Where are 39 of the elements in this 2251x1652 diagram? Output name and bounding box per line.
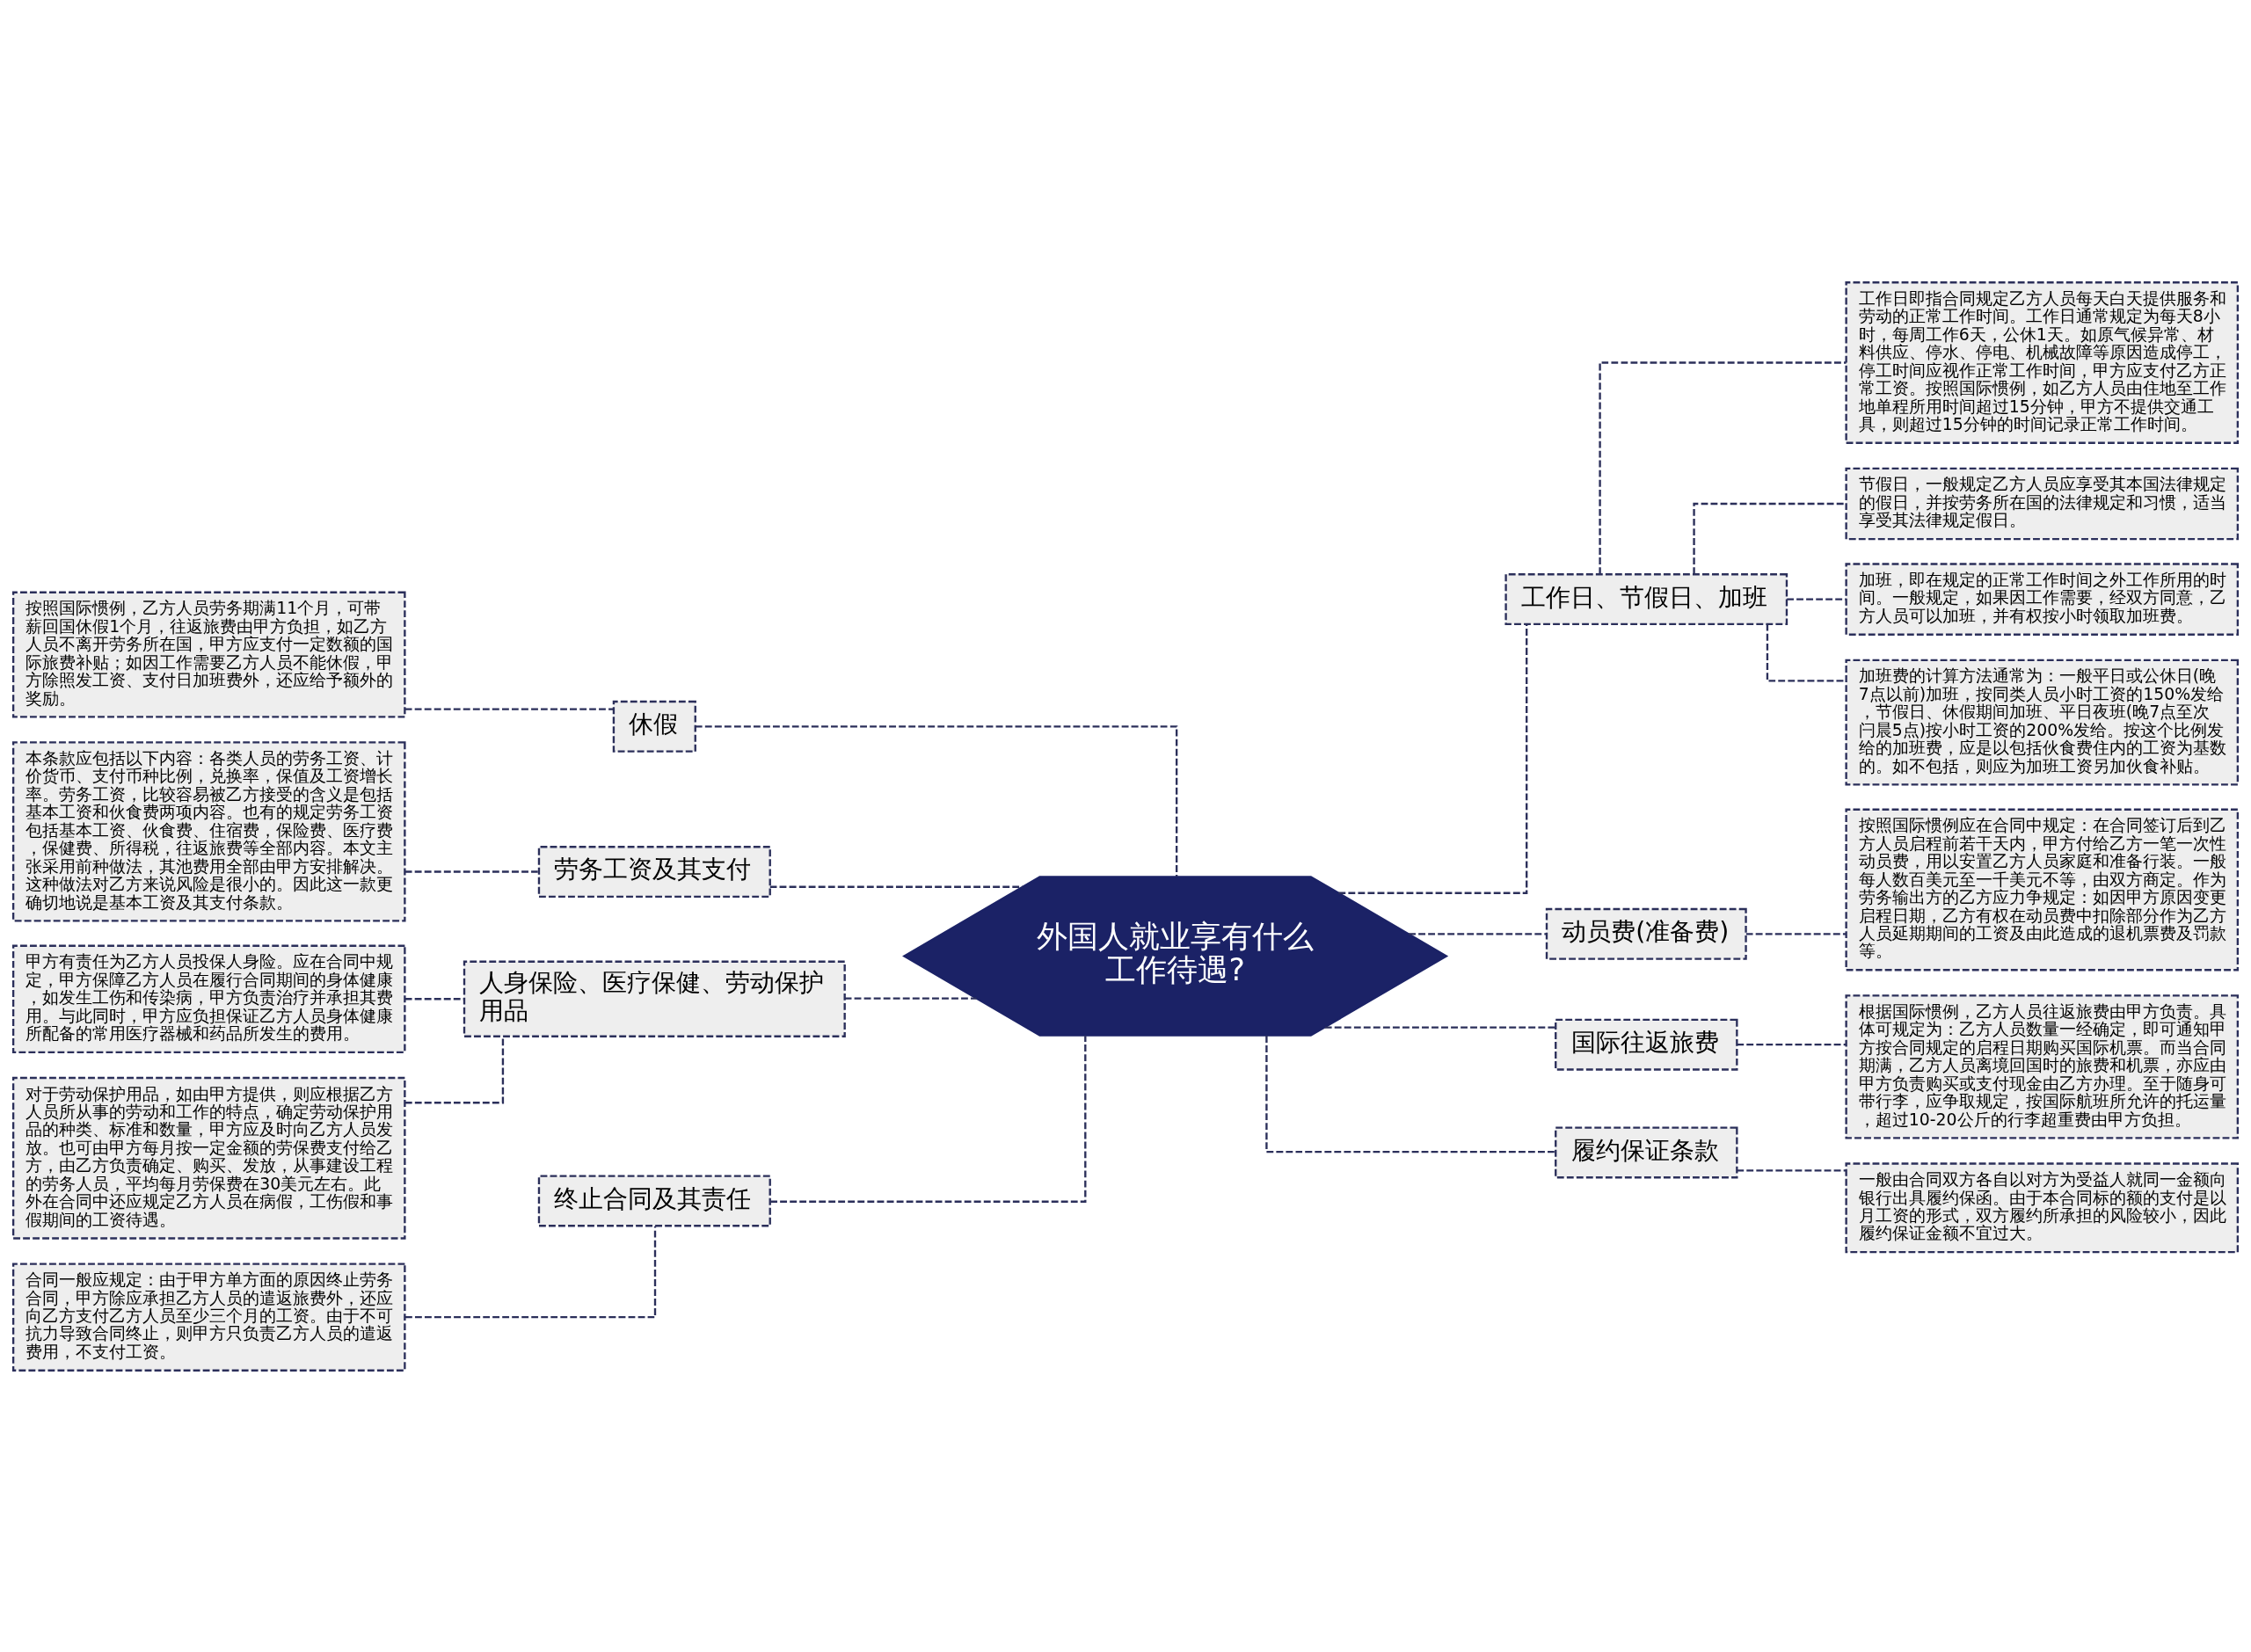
- connector: [405, 1226, 657, 1318]
- node-box: 合同一般应规定：由于甲方单方面的原因终止劳务合同，甲方除应承担乙方人员的遣返旅费外，还应向乙方支付乙方人员至少三个月的工资。由于不可抗力导致合同终止，则甲方只负责乙方人员的遣返费用，不支付工资。: [11, 1262, 406, 1372]
- connector: [1737, 1043, 1847, 1045]
- node-box: 节假日，一般规定乙方人员应享受其本国法律规定的假日，并按劳务所在国的法律规定和习惯，适当享受其法律规定假日。: [1845, 467, 2240, 540]
- node-box: 劳务工资及其支付: [537, 845, 771, 898]
- node-box: 国际往返旅费: [1555, 1018, 1738, 1071]
- node-box: 对于劳动保护用品，如由甲方提供，则应根据乙方人员所从事的劳动和工作的特点，确定劳动保护用品的种类、标准和数量，甲方应及时向乙方人员发放。也可由甲方每月按一定金额的劳保费支付给乙方，由乙方负责确定、购买、发放，从事建设工程的劳务人员，平均每月劳保费在30美元左右。此外在合同中还应规定乙方人员在病假，工伤假和事假期间的工资待遇。: [11, 1076, 406, 1240]
- node-box: 按照国际惯例，乙方人员劳务期满11个月，可带薪回国休假1个月，往返旅费由甲方负担，如乙方人员不离开劳务所在国，甲方应支付一定数额的国际旅费补贴；如因工作需要乙方人员不能休假，甲方除照发工资、支付日加班费外，还应给予额外的奖励。: [11, 591, 406, 717]
- node-box: 动员费(准备费): [1545, 907, 1747, 960]
- node-box: 加班，即在规定的正常工作时间之外工作所用的时间。一般规定，如果因工作需要，经双方同意，乙方人员可以加班，并有权按小时领取加班费。: [1845, 562, 2240, 636]
- node-box: 一般由合同双方各自以对方为受益人就同一金额向银行出具履约保函。由于本合同标的额的支付是以月工资的形式，双方履约所承担的风险较小，因此履约保证金额不宜过大。: [1845, 1161, 2240, 1253]
- connector: [844, 996, 977, 1000]
- node-box: 甲方有责任为乙方人员投保人身险。应在合同中规定，甲方保障乙方人员在履行合同期间的身体健康，如发生工伤和传染病，甲方负责治疗并承担其费用。与此同时，甲方应负担保证乙方人员身体健康所配备的常用医疗器械和药品所发生的费用。: [11, 944, 406, 1053]
- node-box: 工作日即指合同规定乙方人员每天白天提供服务和劳动的正常工作时间。工作日通常规定为每天8小时，每周工作6天，公休1天。如原气候异常、材料供应、停水、停电、机械故障等原因造成停工，停工时间应视作正常工作时间，甲方应支付乙方正常工资。按照国际惯例，如乙方人员由住地至工作地单程所用时间超过15分钟，甲方不提供交通工具，则超过15分钟的时间记录正常工作时间。: [1845, 280, 2240, 444]
- connector: [1737, 1168, 1847, 1172]
- node-box: 本条款应包括以下内容：各类人员的劳务工资、计价货币、支付币种比例，兑换率，保值及工资增长率。劳务工资，比较容易被乙方接受的含义是包括基本工资和伙食费两项内容。也有的规定劳务工资包括基本工资、伙食费、住宿费，保险费、医疗费，保健费、所得税，往返旅费等全部内容。本文主张采用前种做法，其池费用全部由甲方安排解决。这种做法对乙方来说风险是很小的。因此这一款更确切地说是基本工资及其支付条款。: [11, 740, 406, 922]
- connector: [1324, 1025, 1556, 1029]
- node-box: 履约保证条款: [1555, 1125, 1738, 1178]
- connector: [769, 885, 1023, 888]
- node-box: 休假: [612, 700, 696, 753]
- connector: [1693, 502, 1847, 574]
- connector: [1599, 360, 1847, 574]
- connector: [1787, 597, 1847, 600]
- node-box: 工作日、节假日、加班: [1504, 572, 1788, 625]
- connector: [404, 1036, 505, 1103]
- connector: [1265, 1035, 1555, 1153]
- connector: [1409, 932, 1547, 935]
- node-box: 按照国际惯例应在合同中规定：在合同签订后到乙方人员启程前若干天内，甲方付给乙方一笔一次性动员费，用以安置乙方人员家庭和准备行装。一般每人数百美元至一千美元不等，由双方商定。作为劳务输出方的乙方应力争规定：如因甲方原因变更启程日期，乙方有权在动员费中扣除部分作为乙方人员延期期间的工资及由此造成的退机票费及罚款等。: [1845, 808, 2240, 971]
- connector: [404, 870, 539, 873]
- connector: [404, 708, 614, 710]
- node-box: 终止合同及其责任: [537, 1175, 771, 1226]
- connector: [404, 997, 464, 1000]
- connector: [770, 1035, 1087, 1203]
- connector: [1338, 623, 1528, 894]
- connector: [1745, 932, 1847, 935]
- node-box: 人身保险、医疗保健、劳动保护用品: [463, 960, 846, 1037]
- node-box: 加班费的计算方法通常为：一般平日或公休日(晚7点以前)加班，按同类人员小时工资的150%发给，节假日、休假期间加班、平日夜班(晚7点至次闩晨5点)按小时工资的200%发给。按这个比例发给的加班费，应是以包括伙食费住内的工资为基数的。如不包括，则应为加班工资另加伙食补贴。: [1845, 659, 2240, 786]
- connector: [695, 724, 1178, 877]
- node-box: 根据国际惯例，乙方人员往返旅费由甲方负责。具体可规定为：乙方人员数量一经确定，即可通知甲方按合同规定的启程日期购买国际机票。而当合同期满，乙方人员离境回国时的旅费和机票，亦应由甲方负责购买或支付现金由乙方办理。至于随身可带行李，应争取规定，按国际航班所允许的托运量，超过10-20公斤的行李超重费由甲方负担。: [1845, 993, 2240, 1139]
